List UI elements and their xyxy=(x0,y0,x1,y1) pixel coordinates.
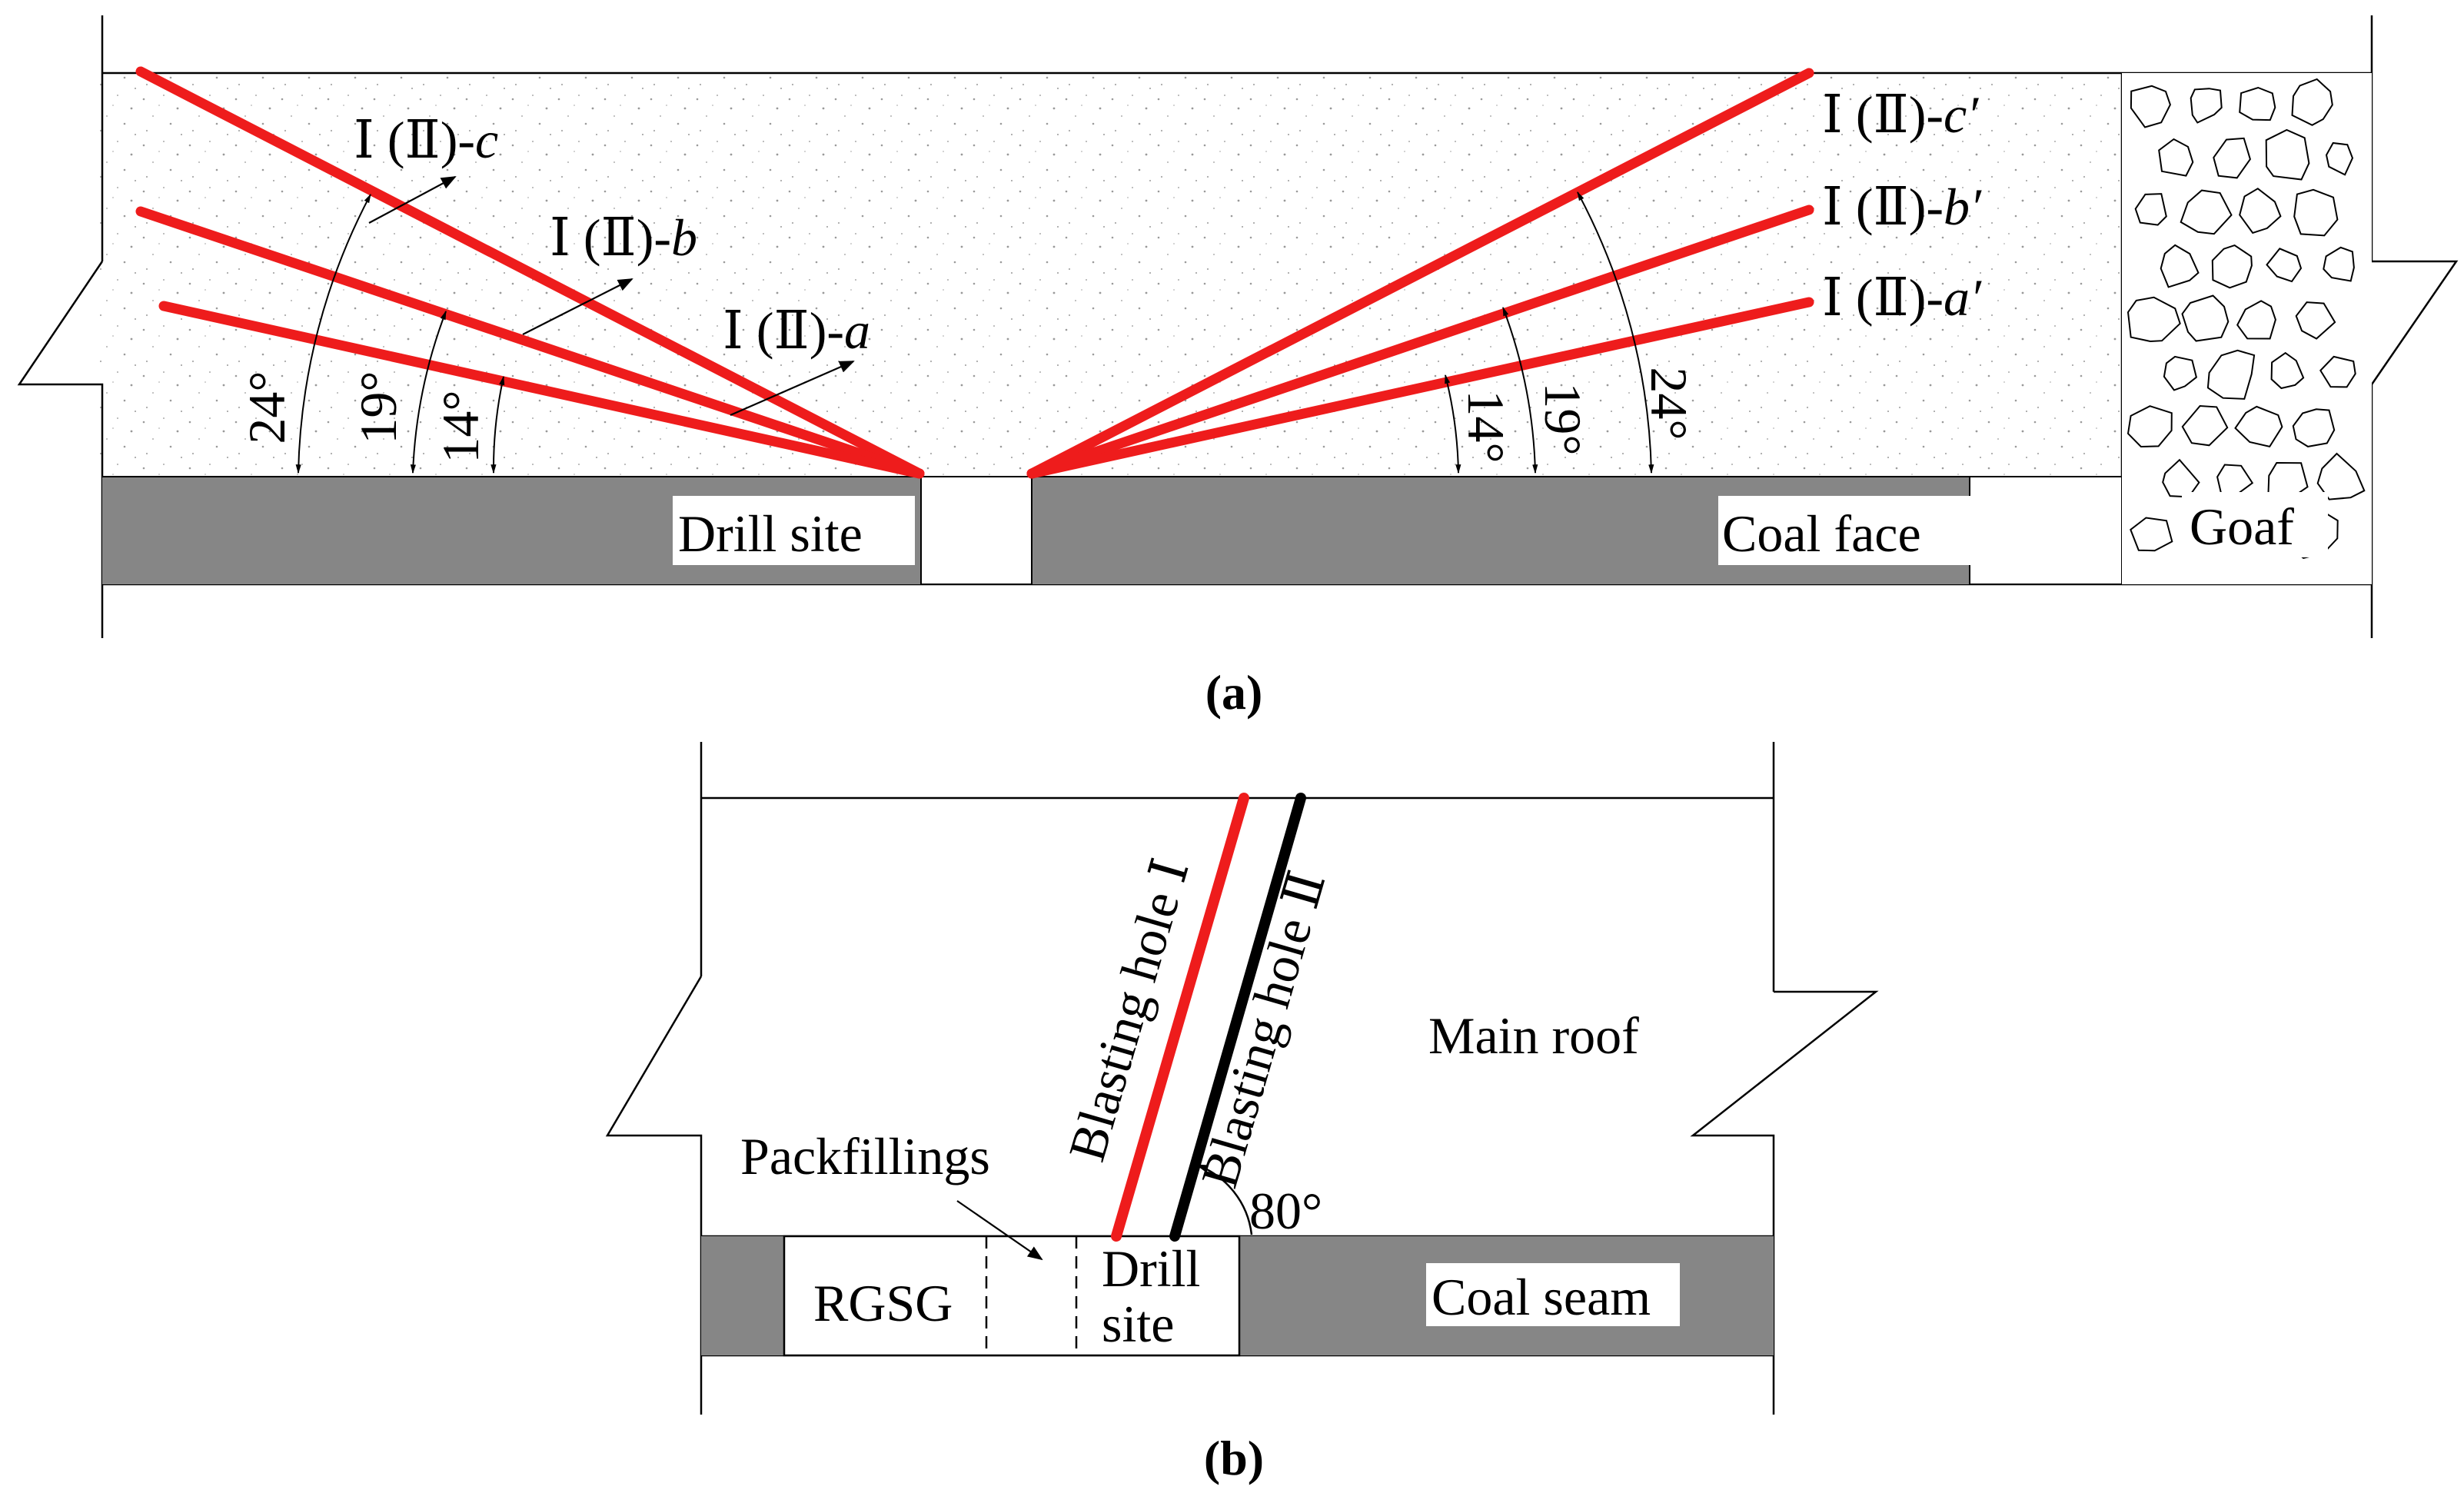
drill-site-gap xyxy=(920,476,1032,585)
blasting-hole-c xyxy=(135,66,925,479)
angle-arc-24-left xyxy=(295,193,371,474)
blasting-hole-1 xyxy=(1111,793,1249,1242)
coal-seam-label: Coal seam xyxy=(1432,1268,1651,1326)
goaf-label: Goaf xyxy=(2190,497,2294,556)
angle-arc-19-left xyxy=(410,310,447,474)
hole-label-c-prime: Ⅰ (Ⅱ)-c′ xyxy=(1822,85,1979,144)
goaf-rock xyxy=(2126,296,2181,343)
angle-arc-19-right xyxy=(1502,306,1538,474)
hole-label-a-prime: Ⅰ (Ⅱ)-a′ xyxy=(1822,268,1982,327)
rgsg-label: RGSG xyxy=(813,1274,953,1332)
goaf-rock xyxy=(2234,405,2283,448)
leader-arrow-a xyxy=(730,360,855,417)
angle-label-24-right: 24° xyxy=(1640,367,1698,440)
drill-site-label-line1: Drill xyxy=(1102,1239,1200,1298)
drill-site-label: Drill site xyxy=(678,504,863,563)
angle-label-24-left: 24° xyxy=(238,371,296,444)
roadway-area xyxy=(783,1235,1241,1357)
hole-label-a: Ⅰ (Ⅱ)-a xyxy=(723,301,870,360)
blasting-hole-a-prime xyxy=(1026,297,1814,479)
angle-label-14-left: 14° xyxy=(431,390,490,463)
drill-site-label-line2: site xyxy=(1102,1295,1174,1353)
coal-seam-label-bg xyxy=(1426,1263,1680,1326)
angle-label-19-left: 19° xyxy=(349,371,407,444)
goaf-rock xyxy=(2211,244,2253,289)
goaf-rock xyxy=(2291,78,2333,126)
goaf-rock xyxy=(2190,88,2223,124)
angle-arc-14-right xyxy=(1445,374,1461,474)
goaf-rock xyxy=(2295,301,2336,340)
coal-seam-left-block xyxy=(701,1236,784,1355)
goaf-rock xyxy=(2270,351,2305,390)
goaf-rock xyxy=(2158,138,2194,177)
leader-arrow-b xyxy=(522,278,633,335)
goaf-rock xyxy=(2180,189,2233,235)
goaf-rock xyxy=(2130,517,2173,552)
goaf-rock xyxy=(2126,405,2173,448)
angle-arc-14-left xyxy=(490,375,505,474)
goaf-rock xyxy=(2239,188,2282,234)
blasting-hole-2 xyxy=(1169,793,1306,1242)
goaf-rock xyxy=(2293,188,2339,237)
goaf-rock xyxy=(2265,128,2310,181)
coal-face-label: Coal face xyxy=(1722,504,1921,563)
blasting-hole-c-prime xyxy=(1026,68,1814,479)
goaf-rock xyxy=(2134,193,2167,226)
goaf-rock xyxy=(2325,141,2354,176)
angle-label-19-right: 19° xyxy=(1534,382,1592,455)
goaf-rock xyxy=(2160,244,2200,288)
leader-arrow-c xyxy=(368,176,457,224)
goaf-rock xyxy=(2206,349,2256,400)
goaf-rock xyxy=(2181,294,2230,342)
goaf-rock xyxy=(2236,300,2276,340)
drill-site-label-bg xyxy=(673,496,915,565)
caption-a: (a) xyxy=(1205,665,1263,720)
goaf-rock xyxy=(2213,137,2251,179)
blasting-hole-b-prime xyxy=(1026,205,1814,479)
angle-arc-24-right xyxy=(1577,191,1654,474)
blasting-hole-b xyxy=(135,206,925,479)
blasting-hole-a xyxy=(158,301,925,479)
angle-label-80: 80° xyxy=(1249,1182,1322,1240)
angle-arc-80 xyxy=(1195,1163,1253,1235)
goaf-rock xyxy=(2163,355,2198,391)
packfillings-label: Packfillings xyxy=(740,1127,990,1185)
goaf-label-bg xyxy=(2182,492,2328,557)
goaf-rock xyxy=(2323,246,2355,282)
face-gap xyxy=(1969,476,2123,585)
coal-face-label-bg xyxy=(1718,496,1970,565)
main-roof-label: Main roof xyxy=(1428,1006,1639,1065)
angle-label-14-right: 14° xyxy=(1457,390,1515,463)
goaf-rock xyxy=(2130,85,2171,128)
goaf-rock xyxy=(2316,452,2366,500)
panel-a: Ⅰ (Ⅱ)-c Ⅰ (Ⅱ)-b Ⅰ (Ⅱ)-a Ⅰ (Ⅱ)-c′ Ⅰ (Ⅱ)-b… xyxy=(17,15,2459,720)
packfillings-leader xyxy=(956,1200,1043,1261)
goaf-rock xyxy=(2239,86,2276,121)
goaf-rock xyxy=(2319,355,2356,388)
hole-label-b-prime: Ⅰ (Ⅱ)-b′ xyxy=(1822,178,1982,236)
hole-label-b: Ⅰ (Ⅱ)-b xyxy=(550,208,697,267)
goaf-rock xyxy=(2181,404,2229,447)
goaf-rock xyxy=(2292,408,2336,447)
panel-b: Blasting hole Ⅰ Blasting hole Ⅱ 80° Main… xyxy=(605,742,1879,1485)
caption-b: (b) xyxy=(1204,1431,1264,1485)
hole-label-c: Ⅰ (Ⅱ)-c xyxy=(354,111,498,169)
goaf-rock xyxy=(2266,248,2303,283)
